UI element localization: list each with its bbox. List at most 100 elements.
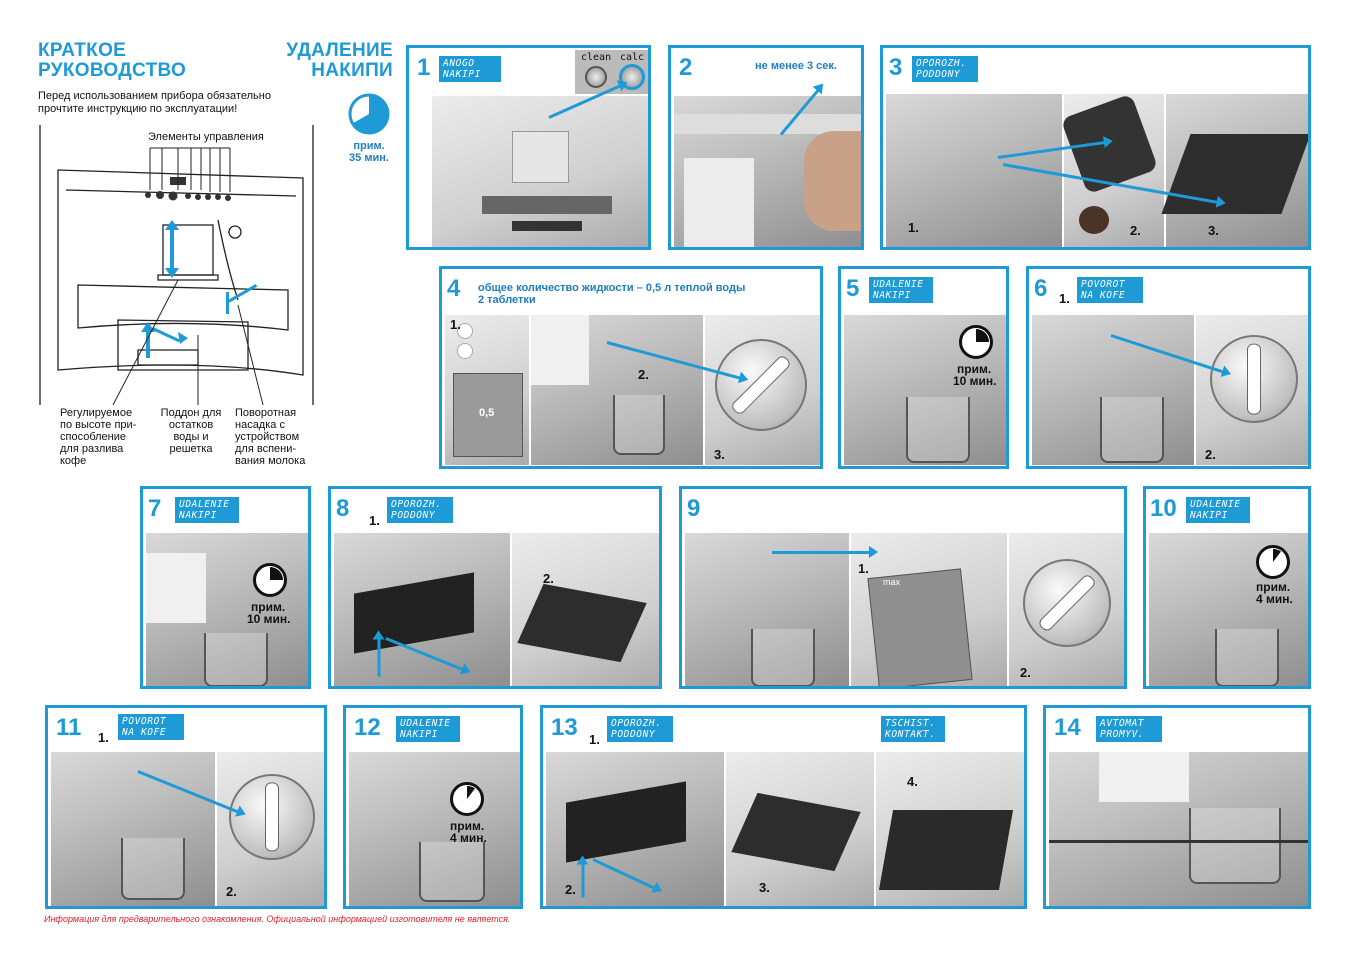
step-label: 2. <box>1205 447 1216 462</box>
dial-closeup <box>704 315 820 465</box>
step-panel-10: 10 UDALENIE NAKIPI прим. 4 мин. <box>1143 486 1311 689</box>
step-number: 4 <box>447 275 461 302</box>
lcd-display-2: TSCHIST. KONTAKT. <box>881 716 945 742</box>
timer-label-1: прим. <box>251 600 286 614</box>
step-panel-14: 14 AVTOMAT PROMYV. <box>1043 705 1311 909</box>
machine-photo <box>673 96 861 247</box>
machine-photo <box>530 315 703 465</box>
step-label: 1. <box>908 220 919 235</box>
step-label: 3. <box>714 447 725 462</box>
drain-photo <box>725 752 874 906</box>
lcd-display: AVTOMAT PROMYV. <box>1096 716 1162 742</box>
drain-photo <box>511 533 659 686</box>
step-number: 8 <box>336 495 350 522</box>
step-panel-2: 2 не менее 3 сек. <box>668 45 864 250</box>
arrow-icon <box>772 546 878 558</box>
timer-clock-icon <box>450 782 484 816</box>
tank-photo: 0,5 <box>444 315 529 465</box>
clean-button[interactable] <box>585 66 607 88</box>
title-right-1: УДАЛЕНИЕ <box>286 40 393 61</box>
step-number: 9 <box>687 495 701 522</box>
timer-clock-icon <box>959 325 993 359</box>
timer-label-2: 10 мин. <box>953 374 997 388</box>
step-panel-6: 6 POVOROT NA KOFE 1. 2. <box>1026 266 1311 469</box>
step-label: 1. <box>858 561 869 576</box>
step-label: 3. <box>1208 223 1219 238</box>
timer-label-1: прим. <box>957 362 992 376</box>
machine-photo <box>684 533 849 686</box>
liquid-note: общее количество жидкости – 0,5 л теплой… <box>478 282 746 294</box>
rotary-dial[interactable] <box>1023 559 1111 647</box>
step-panel-4: 4 общее количество жидкости – 0,5 л тепл… <box>439 266 823 469</box>
tank-level-label: 0,5 <box>479 407 495 419</box>
step-label: 3. <box>759 880 770 895</box>
step-panel-12: 12 UDALENIE NAKIPI прим. 4 мин. <box>343 705 523 909</box>
step-number: 1 <box>417 54 431 81</box>
title-right-2: НАКИПИ <box>311 60 393 81</box>
step-label: 4. <box>907 774 918 789</box>
rotary-dial[interactable] <box>1210 335 1298 423</box>
grounds-photo <box>1060 93 1164 247</box>
step-number: 3 <box>889 54 903 81</box>
step-number: 11 <box>56 714 82 741</box>
lcd-display: OPOROZH. PODDONY <box>607 716 673 742</box>
clean-button-label: clean <box>581 52 612 63</box>
title-left-2: РУКОВОДСТВО <box>38 60 187 81</box>
lcd-display: UDALENIE NAKIPI <box>175 497 239 523</box>
step-number: 10 <box>1150 495 1177 522</box>
step-label: 1. <box>1059 291 1070 306</box>
step-panel-8: 8 OPOROZH. PODDONY 1. 2. <box>328 486 662 689</box>
step-label: 2. <box>638 367 649 382</box>
machine-photo <box>348 752 520 906</box>
step-panel-5: 5 UDALENIE NAKIPI прим. 10 мин. <box>838 266 1009 469</box>
step-number: 7 <box>148 495 162 522</box>
step-panel-7: 7 UDALENIE NAKIPI прим. 10 мин. <box>140 486 311 689</box>
calc-button-label: calc <box>620 52 645 63</box>
rotary-dial[interactable] <box>715 339 807 431</box>
machine-photo <box>1048 752 1308 906</box>
title-left-1: КРАТКОЕ <box>38 40 127 61</box>
timer-label-1: прим. <box>1256 580 1291 594</box>
lcd-display: POVOROT NA KOFE <box>1077 277 1143 303</box>
step-panel-13: 13 OPOROZH. PODDONY TSCHIST. KONTAKT. 1.… <box>540 705 1027 909</box>
machine-photo <box>431 96 648 247</box>
timer-label-2: 4 мин. <box>450 831 487 845</box>
machine-photo <box>145 533 308 686</box>
arrow-icon <box>377 636 381 677</box>
tank-max-label: max <box>883 577 901 587</box>
intro-line-2: прочтите инструкцию по эксплуатации! <box>38 103 238 115</box>
tablets-note: 2 таблетки <box>478 294 536 306</box>
step-label: 2. <box>543 571 554 586</box>
step-label: 2. <box>226 884 237 899</box>
lcd-display: ANOGO NAKIPI <box>439 56 501 82</box>
arrow-icon <box>581 861 585 898</box>
drain-photo <box>1161 94 1308 247</box>
intro-line-1: Перед использованием прибора обязательно <box>38 90 271 102</box>
machine-photo <box>50 752 215 906</box>
duration-label-2: 35 мин. <box>349 152 389 164</box>
hold-note: не менее 3 сек. <box>755 60 837 72</box>
lcd-display: UDALENIE NAKIPI <box>869 277 933 303</box>
machine-diagram <box>38 120 323 406</box>
timer-clock-icon <box>253 563 287 597</box>
timer-clock-icon <box>1256 545 1290 579</box>
tray-photo <box>333 533 510 686</box>
step-label: 1. <box>98 730 109 745</box>
tank-photo: max <box>850 533 1007 686</box>
step-panel-9: 9 max 1. 2. <box>679 486 1127 689</box>
step-number: 2 <box>679 54 693 81</box>
step-number: 13 <box>551 714 578 741</box>
step-panel-3: 3 OPOROZH. PODDONY 1. 2. 3. <box>880 45 1311 250</box>
step-number: 6 <box>1034 275 1048 302</box>
step-number: 5 <box>846 275 860 302</box>
lcd-display: OPOROZH. PODDONY <box>387 497 453 523</box>
step-label: 2. <box>1020 665 1031 680</box>
disclaimer-footnote: Информация для предварительного ознакомл… <box>44 914 511 924</box>
timer-label-2: 10 мин. <box>247 612 291 626</box>
timer-label-2: 4 мин. <box>1256 592 1293 606</box>
step-panel-1: 1 ANOGO NAKIPI clean calc <box>406 45 651 250</box>
controls-label: Элементы управления <box>148 131 264 143</box>
step-label: 1. <box>369 513 380 528</box>
lcd-display: POVOROT NA KOFE <box>118 714 184 740</box>
